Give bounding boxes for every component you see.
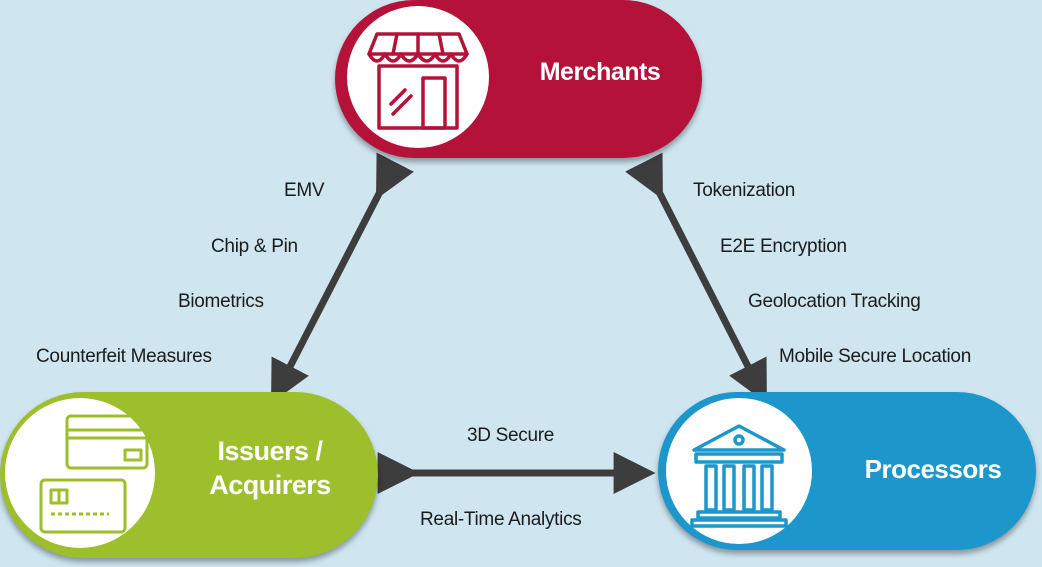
processors-label: Processors [864,454,1002,484]
issuers-label-line2: Acquirers [209,470,331,500]
processors-node: Processors [658,392,1036,550]
arrow-merchants-processors [625,152,767,404]
storefront-icon [367,32,469,130]
bank-building-icon [690,424,788,528]
issuers-acquirers-node: Issuers / Acquirers [0,392,378,558]
edge-label-chip-pin: Chip & Pin [211,236,298,257]
issuers-label-line1: Issuers / [217,436,323,466]
edge-label-e2e-encryption: E2E Encryption [720,236,847,257]
edge-label-emv: EMV [284,180,325,201]
credit-cards-icon [39,414,149,534]
issuers-acquirers-label: Issuers / Acquirers [170,434,370,502]
issuers-icon-circle [5,398,155,548]
edge-label-mobile-secure-location: Mobile Secure Location [779,346,971,367]
edge-label-geolocation-tracking: Geolocation Tracking [748,291,921,312]
merchants-label: Merchants [539,58,661,86]
edge-label-3d-secure: 3D Secure [467,425,555,446]
edge-label-biometrics: Biometrics [178,291,264,312]
merchants-icon-circle [347,6,489,148]
processors-icon-circle [666,398,812,544]
edge-label-counterfeit-measures: Counterfeit Measures [36,346,212,367]
edge-label-tokenization: Tokenization [693,180,796,201]
edge-label-real-time-analytics: Real-Time Analytics [420,509,582,530]
merchants-node: Merchants [335,0,702,158]
arrow-merchants-issuers [271,152,414,404]
